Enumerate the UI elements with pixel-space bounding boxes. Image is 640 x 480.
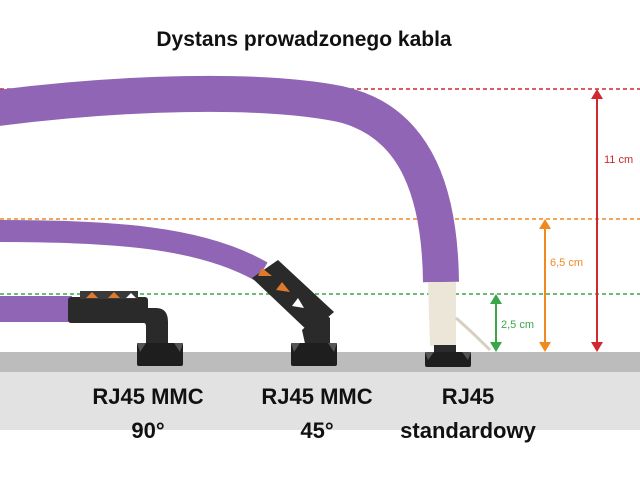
arrow-6-5cm xyxy=(539,219,551,352)
connector-label-line1: RJ45 MMC xyxy=(92,384,204,409)
rj45-mmc-45-connector xyxy=(252,260,337,366)
connector-label-line2: 45° xyxy=(300,418,334,443)
standard-cable xyxy=(0,75,459,283)
connector-label-line2: 90° xyxy=(131,418,165,443)
connector-label-standard: RJ45 standardowy xyxy=(383,380,553,448)
rj45-mmc-90-connector xyxy=(68,291,183,366)
connector-label-line1: RJ45 MMC xyxy=(261,384,373,409)
connector-label-mmc-45: RJ45 MMC 45° xyxy=(247,380,387,448)
measurement-label-2-5cm: 2,5 cm xyxy=(501,319,534,331)
arrow-11cm xyxy=(591,89,603,352)
mmc-45-cable xyxy=(0,220,268,282)
arrow-2-5cm xyxy=(490,294,502,352)
rj45-standard-connector xyxy=(425,282,492,367)
diagram-title: Dystans prowadzonego kabla xyxy=(156,28,452,51)
connector-label-line1: RJ45 xyxy=(441,384,495,409)
connector-label-line2: standardowy xyxy=(400,418,536,443)
measurement-label-11cm: 11 cm xyxy=(604,154,633,166)
connector-label-mmc-90: RJ45 MMC 90° xyxy=(78,380,218,448)
measurement-label-6-5cm: 6,5 cm xyxy=(550,257,583,269)
